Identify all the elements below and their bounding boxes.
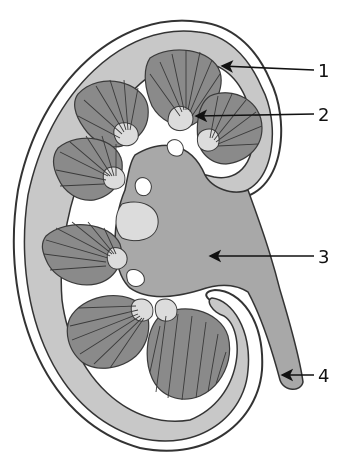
pyramid-lower-left bbox=[67, 296, 153, 369]
label-2-text: 2 bbox=[318, 105, 329, 126]
label-1-text: 1 bbox=[318, 61, 329, 82]
label-4-text: 4 bbox=[318, 366, 329, 387]
pyramid-lower-right bbox=[147, 299, 229, 400]
label-3-text: 3 bbox=[318, 247, 329, 268]
